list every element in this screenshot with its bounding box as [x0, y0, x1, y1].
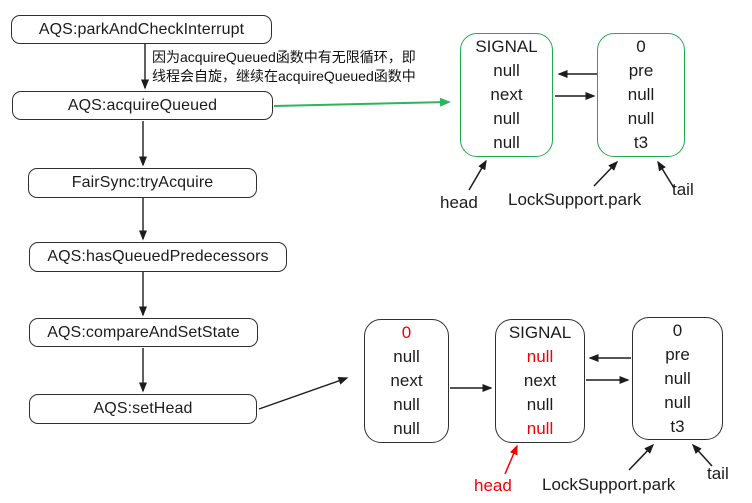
- loop-annotation-line2: 线程会自旋，继续在acquireQueued函数中: [152, 68, 416, 84]
- node-field-next: next: [490, 85, 523, 104]
- node-field-thread: t3: [633, 133, 649, 152]
- node-field-next: next: [390, 371, 423, 390]
- node-field-waitstatus: 0: [672, 320, 683, 340]
- bottom-head-label-arrow: [504, 444, 518, 475]
- bottom-tail-pointer-label: tail: [707, 464, 729, 483]
- node-field-waitstatus: SIGNAL: [508, 323, 572, 342]
- bottom-head-pointer-label: head: [474, 476, 512, 495]
- sethead-to-node-arrow: [258, 377, 349, 410]
- node-field-pre: pre: [665, 344, 690, 364]
- top-head-node: SIGNAL null next null null: [460, 33, 553, 157]
- node-field-thread: null: [526, 419, 554, 438]
- bottom-new-head-node: SIGNAL null next null null: [495, 319, 585, 443]
- node-field-nextwaiter: null: [627, 109, 655, 128]
- flow-node-parkandcheckinterrupt: AQS:parkAndCheckInterrupt: [11, 15, 272, 44]
- node-field-waitstatus: 0: [636, 37, 646, 56]
- node-field-pre: null: [526, 347, 554, 366]
- top-tail-pointer-label: tail: [672, 180, 694, 199]
- top-tail-node: 0 pre null null t3: [597, 33, 685, 157]
- flow-node-tryacquire: FairSync:tryAcquire: [28, 168, 257, 198]
- node-field-next: next: [523, 371, 557, 390]
- top-head-label-arrow: [468, 159, 487, 191]
- node-field-nextwaiter: null: [526, 395, 554, 414]
- node-field-next: null: [664, 368, 691, 388]
- node-field-pre: null: [493, 61, 520, 80]
- node-field-thread: t3: [670, 416, 685, 436]
- node-field-nextwaiter: null: [393, 395, 420, 414]
- loop-annotation: 因为acquireQueued函数中有无限循环，即 线程会自旋，继续在acqui…: [152, 48, 416, 86]
- node-field-thread: null: [393, 419, 420, 438]
- bottom-locksupport-park-label: LockSupport.park: [542, 475, 676, 494]
- bottom-tail-label-arrow: [691, 443, 713, 467]
- bottom-tail-node: 0 pre null null t3: [632, 317, 723, 440]
- flow-node-hasqueuedpredecessors: AQS:hasQueuedPredecessors: [29, 242, 287, 272]
- node-field-pre: null: [393, 347, 420, 366]
- flow-node-acquirequeued: AQS:acquireQueued: [12, 91, 273, 120]
- node-field-next: null: [627, 85, 655, 104]
- bottom-park-label-arrow: [628, 443, 655, 471]
- top-head-pointer-label: head: [440, 193, 478, 212]
- flow-node-sethead: AQS:setHead: [29, 394, 257, 424]
- node-field-nextwaiter: null: [493, 109, 520, 128]
- node-field-waitstatus: SIGNAL: [475, 37, 538, 56]
- node-field-thread: null: [493, 133, 520, 152]
- top-park-label-arrow: [593, 160, 619, 187]
- flow-node-compareandsetstate: AQS:compareAndSetState: [29, 318, 258, 347]
- node-field-waitstatus: 0: [401, 323, 412, 342]
- loop-annotation-line1: 因为acquireQueued函数中有无限循环，即: [152, 49, 416, 65]
- node-field-pre: pre: [628, 61, 654, 80]
- node-field-nextwaiter: null: [664, 392, 691, 412]
- bottom-old-head-node: 0 null next null null: [364, 319, 449, 443]
- green-arrow-acquirequeued-to-head: [273, 97, 451, 107]
- top-locksupport-park-label: LockSupport.park: [508, 190, 642, 209]
